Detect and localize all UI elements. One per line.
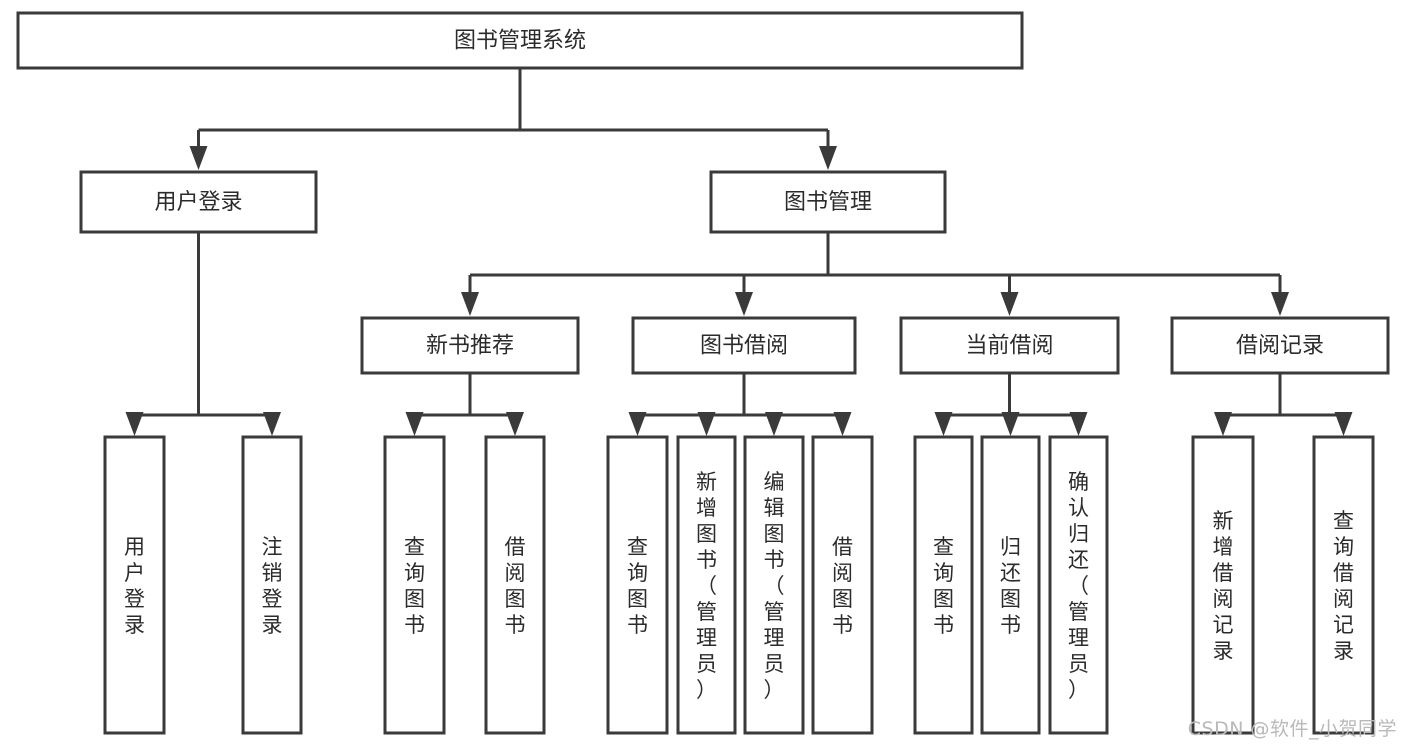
node-label-leaf-borrow-book-rec: 借阅图书 bbox=[505, 535, 526, 637]
node-box-leaf-logout[interactable] bbox=[241, 435, 303, 735]
node-box-leaf-edit-book[interactable] bbox=[743, 435, 805, 735]
node-box-current-borrow[interactable] bbox=[899, 316, 1120, 375]
arrow-head-icon bbox=[735, 292, 753, 316]
node-label-leaf-edit-book: 编辑图书（管理员） bbox=[764, 470, 785, 702]
node-leaf-query-book-cur[interactable]: 查询图书 bbox=[913, 435, 974, 735]
arrow-head-icon bbox=[263, 412, 281, 436]
node-box-leaf-query-book-cur[interactable] bbox=[913, 435, 974, 735]
arrow-head-icon bbox=[1000, 292, 1019, 316]
node-box-leaf-borrow-book-rec[interactable] bbox=[484, 435, 546, 735]
node-box-leaf-return-book[interactable] bbox=[980, 435, 1041, 735]
arrow-head-icon bbox=[934, 412, 953, 436]
node-box-leaf-user-login[interactable] bbox=[103, 435, 166, 735]
node-leaf-borrow-book[interactable]: 借阅图书 bbox=[811, 435, 874, 735]
node-label-new-book-recommend: 新书推荐 bbox=[426, 334, 514, 359]
node-label-leaf-query-record: 查询借阅记录 bbox=[1333, 509, 1354, 663]
node-label-borrow-record: 借阅记录 bbox=[1236, 334, 1324, 359]
node-user-login[interactable]: 用户登录 bbox=[79, 170, 318, 234]
arrow-head-icon bbox=[697, 412, 716, 436]
arrow-head-icon bbox=[506, 412, 524, 436]
arrow-head-icon bbox=[189, 146, 208, 170]
node-label-current-borrow: 当前借阅 bbox=[965, 334, 1053, 359]
node-label-leaf-return-book: 归还图书 bbox=[1000, 535, 1021, 637]
node-box-user-login[interactable] bbox=[79, 170, 318, 234]
node-label-leaf-confirm-return: 确认归还（管理员） bbox=[1068, 470, 1089, 702]
node-leaf-add-book[interactable]: 新增图书（管理员） bbox=[676, 435, 737, 735]
arrow-head-icon bbox=[1069, 412, 1088, 436]
arrow-head-icon bbox=[405, 412, 424, 436]
node-leaf-logout[interactable]: 注销登录 bbox=[241, 435, 303, 735]
node-box-book-management[interactable] bbox=[709, 170, 947, 234]
node-label-user-login: 用户登录 bbox=[154, 190, 242, 215]
node-label-leaf-logout: 注销登录 bbox=[262, 535, 283, 637]
node-leaf-edit-book[interactable]: 编辑图书（管理员） bbox=[743, 435, 805, 735]
node-label-leaf-add-record: 新增借阅记录 bbox=[1213, 509, 1234, 663]
node-leaf-add-record[interactable]: 新增借阅记录 bbox=[1191, 435, 1255, 735]
node-box-leaf-query-book-borrow[interactable] bbox=[606, 435, 669, 735]
arrow-head-icon bbox=[833, 412, 852, 436]
node-box-leaf-borrow-book[interactable] bbox=[811, 435, 874, 735]
arrow-head-icon bbox=[125, 412, 144, 436]
node-leaf-return-book[interactable]: 归还图书 bbox=[980, 435, 1041, 735]
node-new-book-recommend[interactable]: 新书推荐 bbox=[360, 316, 580, 375]
arrow-head-icon bbox=[765, 412, 783, 436]
node-label-book-management: 图书管理 bbox=[784, 190, 872, 215]
arrow-head-icon bbox=[1271, 292, 1289, 316]
node-box-leaf-query-record[interactable] bbox=[1312, 435, 1375, 735]
node-current-borrow[interactable]: 当前借阅 bbox=[899, 316, 1120, 375]
node-leaf-query-book-borrow[interactable]: 查询图书 bbox=[606, 435, 669, 735]
node-label-leaf-user-login: 用户登录 bbox=[124, 535, 145, 637]
arrow-head-icon bbox=[1001, 412, 1020, 436]
node-label-root: 图书管理系统 bbox=[454, 29, 586, 54]
node-box-new-book-recommend[interactable] bbox=[360, 316, 580, 375]
node-box-leaf-confirm-return[interactable] bbox=[1048, 435, 1109, 735]
node-box-book-borrow[interactable] bbox=[631, 316, 857, 375]
node-box-leaf-add-book[interactable] bbox=[676, 435, 737, 735]
node-label-leaf-add-book: 新增图书（管理员） bbox=[696, 470, 717, 702]
node-box-borrow-record[interactable] bbox=[1170, 316, 1390, 375]
arrow-head-icon bbox=[461, 292, 479, 316]
arrow-head-icon bbox=[819, 146, 837, 170]
node-label-book-borrow: 图书借阅 bbox=[700, 334, 788, 359]
node-borrow-record[interactable]: 借阅记录 bbox=[1170, 316, 1390, 375]
node-leaf-borrow-book-rec[interactable]: 借阅图书 bbox=[484, 435, 546, 735]
node-root[interactable]: 图书管理系统 bbox=[16, 11, 1024, 70]
node-label-leaf-query-book-rec: 查询图书 bbox=[404, 535, 425, 637]
node-book-borrow[interactable]: 图书借阅 bbox=[631, 316, 857, 375]
node-leaf-query-record[interactable]: 查询借阅记录 bbox=[1312, 435, 1375, 735]
arrow-head-icon bbox=[628, 412, 647, 436]
node-box-leaf-add-record[interactable] bbox=[1191, 435, 1255, 735]
node-label-leaf-borrow-book: 借阅图书 bbox=[832, 535, 853, 637]
node-leaf-confirm-return[interactable]: 确认归还（管理员） bbox=[1048, 435, 1109, 735]
arrow-head-icon bbox=[1214, 412, 1232, 436]
node-label-leaf-query-book-cur: 查询图书 bbox=[933, 535, 954, 637]
node-book-management[interactable]: 图书管理 bbox=[709, 170, 947, 234]
node-box-root[interactable] bbox=[16, 11, 1024, 70]
node-box-leaf-query-book-rec[interactable] bbox=[383, 435, 446, 735]
node-leaf-query-book-rec[interactable]: 查询图书 bbox=[383, 435, 446, 735]
node-leaf-user-login[interactable]: 用户登录 bbox=[103, 435, 166, 735]
arrow-head-icon bbox=[1334, 412, 1353, 436]
node-label-leaf-query-book-borrow: 查询图书 bbox=[627, 535, 648, 637]
